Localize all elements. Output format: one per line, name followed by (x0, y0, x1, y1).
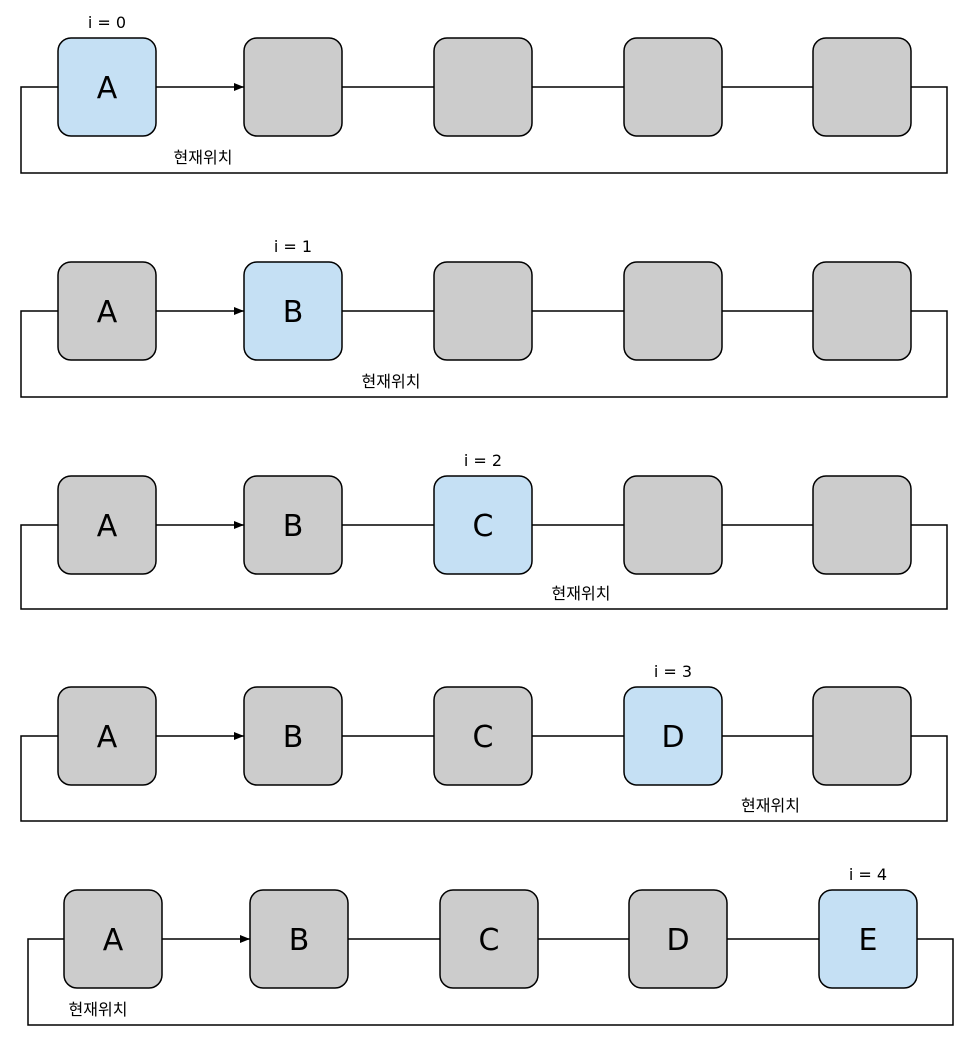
node-letter: D (661, 720, 684, 755)
node-box (439, 889, 539, 989)
list-row: A B C D Ei = 4 현재위치 (27, 865, 954, 1026)
index-label: i = 3 (654, 662, 692, 681)
current-node-box (433, 475, 533, 575)
current-position-label: 현재위치 (741, 796, 800, 815)
node-box (812, 686, 912, 786)
current-position-label: 현재위치 (552, 584, 611, 603)
node-letter: C (473, 720, 494, 755)
current-node-box (57, 37, 157, 137)
loop-back-line (20, 310, 948, 398)
node-letter: B (289, 923, 310, 958)
node-box (57, 686, 157, 786)
current-position-label: 현재위치 (69, 1000, 128, 1019)
node-letter: A (97, 509, 118, 544)
node-box (812, 475, 912, 575)
list-row: A B C Di = 3 현재위치 (20, 662, 948, 822)
node-box (812, 261, 912, 361)
node-box (57, 475, 157, 575)
node-box (63, 889, 163, 989)
node-letter: B (283, 720, 304, 755)
node-letter: B (283, 509, 304, 544)
current-position-label: 현재위치 (174, 148, 233, 167)
list-row: A Bi = 1 현재위치 (20, 237, 948, 398)
node-letter: C (473, 509, 494, 544)
node-letter: A (97, 295, 118, 330)
node-letter: D (666, 923, 689, 958)
index-label: i = 2 (464, 451, 502, 470)
current-position-label: 현재위치 (362, 372, 421, 391)
current-node-box (623, 686, 723, 786)
current-node-box (243, 261, 343, 361)
node-box (243, 37, 343, 137)
node-box (433, 261, 533, 361)
node-box (623, 261, 723, 361)
current-node-box (818, 889, 918, 989)
node-box (812, 37, 912, 137)
node-box (628, 889, 728, 989)
loop-back-line (27, 938, 954, 1026)
node-box (243, 475, 343, 575)
index-label: i = 0 (88, 13, 126, 32)
index-label: i = 4 (849, 865, 887, 884)
loop-back-line (20, 735, 948, 822)
loop-back-line (20, 524, 948, 610)
node-box (57, 261, 157, 361)
index-label: i = 1 (274, 237, 312, 256)
node-box (433, 37, 533, 137)
node-letter: B (283, 295, 304, 330)
node-box (623, 37, 723, 137)
list-row: A B Ci = 2 현재위치 (20, 451, 948, 610)
node-letter: A (97, 71, 118, 106)
node-letter: C (479, 923, 500, 958)
node-box (433, 686, 533, 786)
node-box (249, 889, 349, 989)
list-row: Ai = 0 현재위치 (20, 13, 948, 174)
node-letter: A (103, 923, 124, 958)
node-letter: E (859, 923, 878, 958)
node-box (623, 475, 723, 575)
loop-back-line (20, 86, 948, 174)
node-letter: A (97, 720, 118, 755)
node-box (243, 686, 343, 786)
